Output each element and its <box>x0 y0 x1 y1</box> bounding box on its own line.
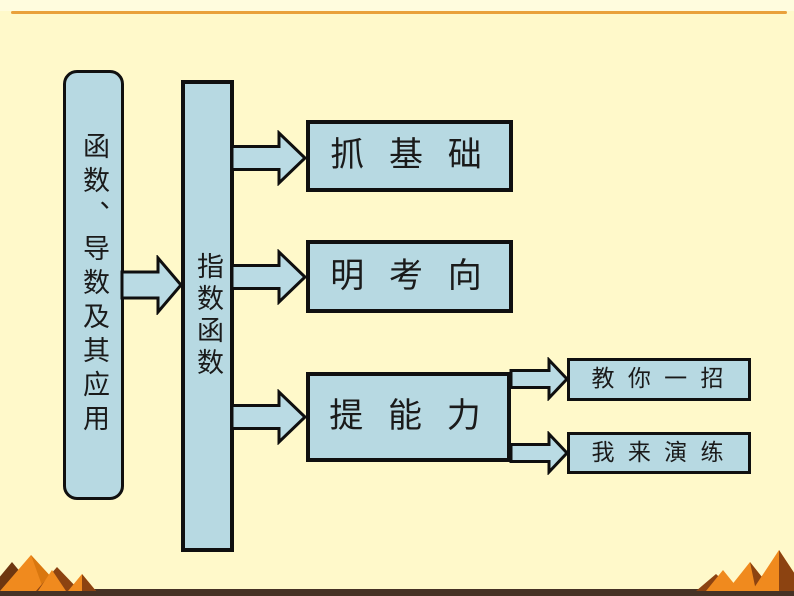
arrow-to-leaf-practice <box>509 431 570 475</box>
arrow-root-to-level2 <box>120 255 184 315</box>
arrow-to-branch-basics <box>230 130 308 186</box>
node-know-exam-direction-label: 明 考 向 <box>330 255 489 296</box>
bottom-bar <box>0 589 794 596</box>
node-exponential-function: 指数函数 <box>181 80 234 552</box>
node-root-functions-derivatives: 函数、导数及其应用 <box>63 70 124 500</box>
top-accent-line <box>11 11 787 14</box>
arrow-to-leaf-teach-trick <box>509 357 570 401</box>
mountain-decoration-left <box>0 555 96 591</box>
top-highlight-band <box>0 0 794 11</box>
node-improve-ability-label: 提 能 力 <box>329 396 488 437</box>
node-improve-ability: 提 能 力 <box>306 372 511 462</box>
node-exponential-label: 指数函数 <box>192 252 224 380</box>
mountain-decoration-right <box>696 550 794 591</box>
node-my-turn-to-practice: 我 来 演 练 <box>567 432 751 474</box>
node-grasp-basics-label: 抓 基 础 <box>330 135 489 176</box>
node-grasp-basics: 抓 基 础 <box>306 120 513 192</box>
arrow-to-branch-ability <box>230 389 308 445</box>
node-my-turn-to-practice-label: 我 来 演 练 <box>591 439 727 466</box>
node-teach-you-a-trick: 教 你 一 招 <box>567 358 751 401</box>
node-root-label: 函数、导数及其应用 <box>78 132 110 438</box>
node-know-exam-direction: 明 考 向 <box>306 240 513 313</box>
arrow-to-branch-exam <box>230 249 308 305</box>
node-teach-you-a-trick-label: 教 你 一 招 <box>591 366 727 393</box>
